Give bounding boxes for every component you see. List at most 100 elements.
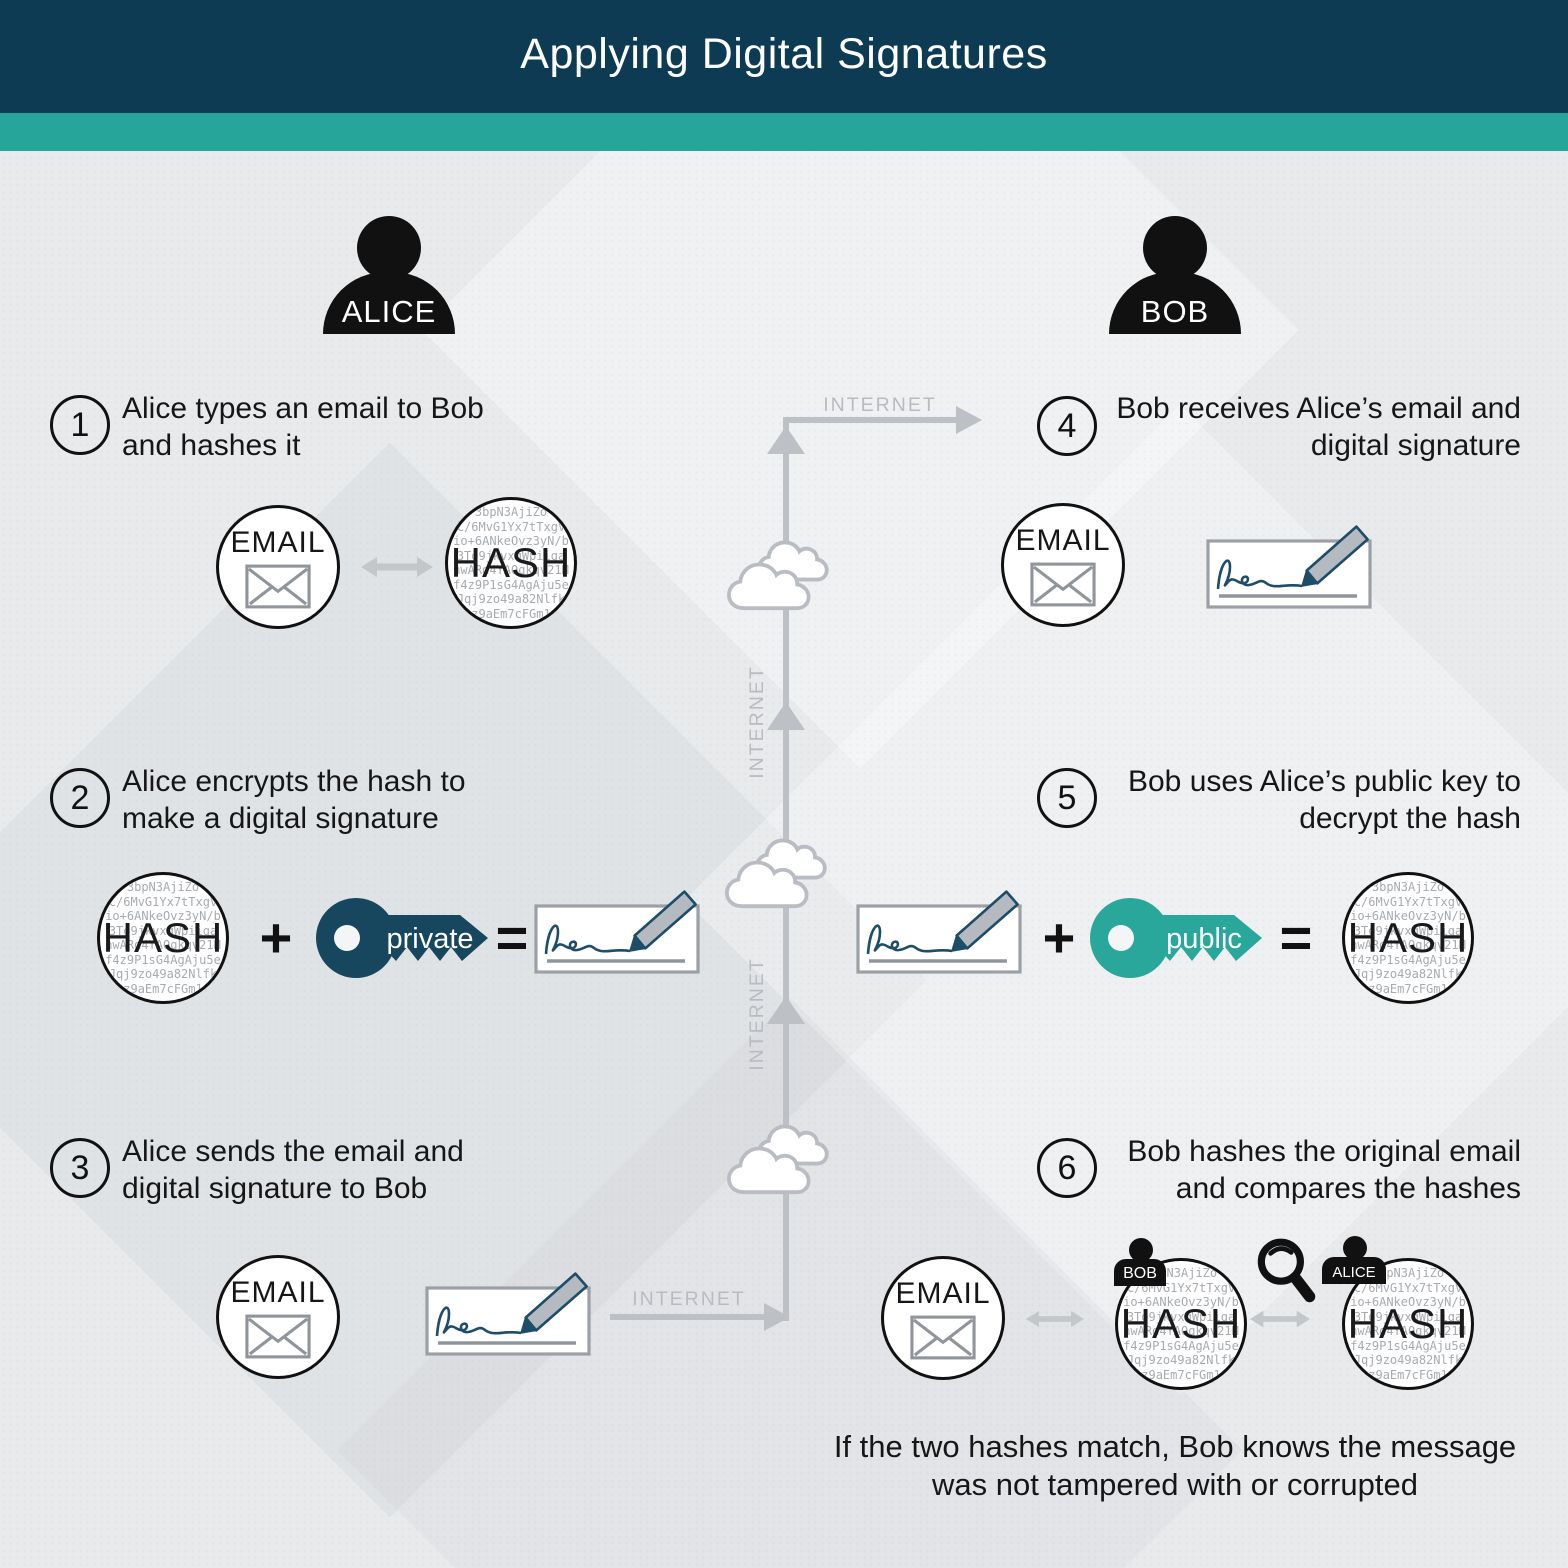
step-1-number: 1 (50, 395, 110, 455)
step-2-line1: Alice encrypts the hash to (122, 765, 466, 798)
equals-operator: = (495, 906, 529, 969)
footnote-line2: was not tampered with or corrupted (932, 1467, 1418, 1502)
page-title: Applying Digital Signatures (520, 30, 1048, 78)
alice-avatar-label: ALICE (341, 294, 437, 329)
public-key-icon: public (1088, 888, 1268, 988)
private-key-icon: private (314, 888, 494, 988)
step-1-line1: Alice types an email to Bob (122, 392, 484, 425)
step-4-number: 4 (1037, 396, 1097, 456)
hash-label: HASH (1347, 1300, 1469, 1347)
equals-operator: = (1279, 906, 1313, 969)
alice-mini-label: ALICE (1332, 1264, 1376, 1281)
footnote-line1: If the two hashes match, Bob knows the m… (833, 1429, 1517, 1464)
arrowhead-right-icon (764, 1303, 790, 1331)
person-icon (1343, 1236, 1367, 1260)
step-5-caption: Bob uses Alice’s public key to decrypt t… (1100, 763, 1521, 837)
bob-avatar-label: BOB (1140, 294, 1210, 329)
person-icon (1143, 216, 1207, 280)
plus-operator: + (259, 906, 293, 969)
envelope-icon (910, 1315, 976, 1360)
private-key-label: private (386, 923, 473, 955)
public-key-label: public (1166, 923, 1242, 955)
internet-horizontal-line-top (786, 417, 958, 423)
header-bar (0, 0, 1568, 113)
double-arrow-icon (1026, 1306, 1084, 1332)
step-6-number: 6 (1037, 1138, 1097, 1198)
email-label: EMAIL (230, 1275, 326, 1309)
plus-operator: + (1042, 906, 1076, 969)
double-arrow-icon (360, 554, 434, 580)
accent-bar (0, 113, 1568, 151)
step-4-line1: Bob receives Alice’s email and (1116, 392, 1521, 425)
alice-mini-avatar: ALICE (1322, 1236, 1386, 1284)
step-4-caption: Bob receives Alice’s email and digital s… (1100, 390, 1521, 464)
internet-label-vertical: INTERNET (746, 957, 768, 1071)
step-5-line2: decrypt the hash (1299, 802, 1521, 835)
arrowhead-up-icon (767, 702, 805, 730)
internet-label-top: INTERNET (823, 394, 937, 416)
bob-mini-label: BOB (1123, 1265, 1157, 1282)
step-6-line2: and compares the hashes (1175, 1172, 1521, 1205)
email-label: EMAIL (895, 1276, 991, 1310)
person-icon (1129, 1238, 1153, 1262)
hash-label: HASH (1120, 1300, 1242, 1347)
person-body: ALICE (1322, 1257, 1386, 1284)
internet-label-vertical: INTERNET (746, 665, 768, 779)
step-1-caption: Alice types an email to Bob and hashes i… (122, 390, 542, 464)
step-6-caption: Bob hashes the original email and compar… (1100, 1133, 1521, 1207)
step-2-number: 2 (50, 768, 110, 828)
bob-mini-avatar: BOB (1114, 1238, 1166, 1286)
step-5-number: 5 (1037, 768, 1097, 828)
step-1-line2: and hashes it (122, 429, 301, 462)
envelope-icon (1030, 562, 1096, 607)
step-3-caption: Alice sends the email and digital signat… (122, 1133, 542, 1207)
person-body: BOB (1109, 272, 1241, 334)
step-3-number: 3 (50, 1138, 110, 1198)
digital-signature-icon-step2 (533, 844, 703, 974)
email-icon-step4: EMAIL (1001, 503, 1125, 627)
email-label: EMAIL (230, 525, 326, 559)
cloud-icon (725, 834, 837, 910)
step-2-line2: make a digital signature (122, 802, 439, 835)
cloud-icon (727, 536, 839, 612)
arrowhead-up-icon (767, 996, 805, 1024)
magnifier-icon (1257, 1238, 1316, 1303)
envelope-icon (245, 1314, 311, 1359)
envelope-icon (245, 564, 311, 609)
step-3-line1: Alice sends the email and (122, 1135, 464, 1168)
bob-avatar: BOB (1109, 216, 1241, 334)
step-6-line1: Bob hashes the original email (1127, 1135, 1521, 1168)
footnote: If the two hashes match, Bob knows the m… (770, 1428, 1568, 1504)
step-2-caption: Alice encrypts the hash to make a digita… (122, 763, 542, 837)
step-5-line1: Bob uses Alice’s public key to (1127, 765, 1521, 798)
digital-signature-icon-step5 (855, 844, 1025, 974)
person-body: BOB (1114, 1259, 1166, 1286)
cloud-icon (727, 1120, 839, 1196)
email-icon-step3: EMAIL (216, 1255, 340, 1379)
step-4-line2: digital signature (1310, 429, 1521, 462)
digital-signature-icon-step3 (424, 1226, 594, 1356)
email-label: EMAIL (1015, 523, 1111, 557)
internet-horizontal-line-bottom (610, 1314, 768, 1320)
alice-avatar: ALICE (323, 216, 455, 334)
person-body: ALICE (323, 272, 455, 334)
internet-label-bottom: INTERNET (632, 1288, 746, 1310)
hash-label: HASH (102, 914, 224, 961)
step-3-line2: digital signature to Bob (122, 1172, 428, 1205)
person-icon (357, 216, 421, 280)
arrowhead-up-icon (767, 426, 805, 454)
arrowhead-right-icon (956, 406, 982, 434)
email-icon-step6: EMAIL (881, 1256, 1005, 1380)
hash-label: HASH (450, 539, 572, 586)
digital-signature-icon-step4 (1205, 479, 1375, 609)
email-icon-step1: EMAIL (216, 505, 340, 629)
